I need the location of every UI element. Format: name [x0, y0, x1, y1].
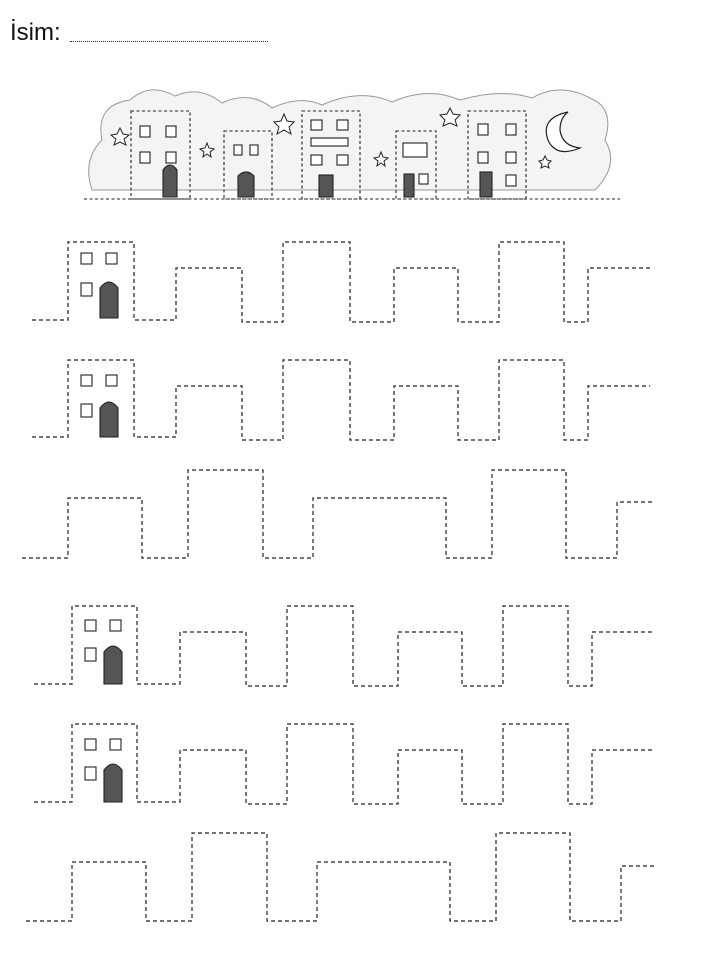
star-icon — [198, 141, 216, 159]
trace-row-5[interactable] — [34, 723, 654, 805]
name-write-line[interactable] — [70, 41, 268, 42]
house-4-details — [84, 619, 123, 685]
star-icon — [272, 112, 296, 136]
cloud-icon — [88, 89, 612, 191]
city-illustration — [84, 89, 620, 200]
trace-row-3[interactable] — [22, 469, 652, 559]
name-label: İsim: — [10, 19, 61, 46]
trace-row-4[interactable] — [34, 605, 654, 687]
house-1-details — [80, 252, 119, 319]
trace-row-6[interactable] — [26, 832, 656, 922]
house-2-details — [80, 374, 119, 438]
star-icon — [438, 106, 462, 127]
star-icon — [109, 126, 131, 146]
trace-row-1[interactable] — [32, 241, 650, 323]
trace-row-2[interactable] — [32, 359, 650, 441]
house-5-details — [84, 738, 123, 803]
star-icon — [372, 150, 390, 168]
moon-icon — [545, 111, 583, 153]
star-icon — [538, 154, 552, 169]
